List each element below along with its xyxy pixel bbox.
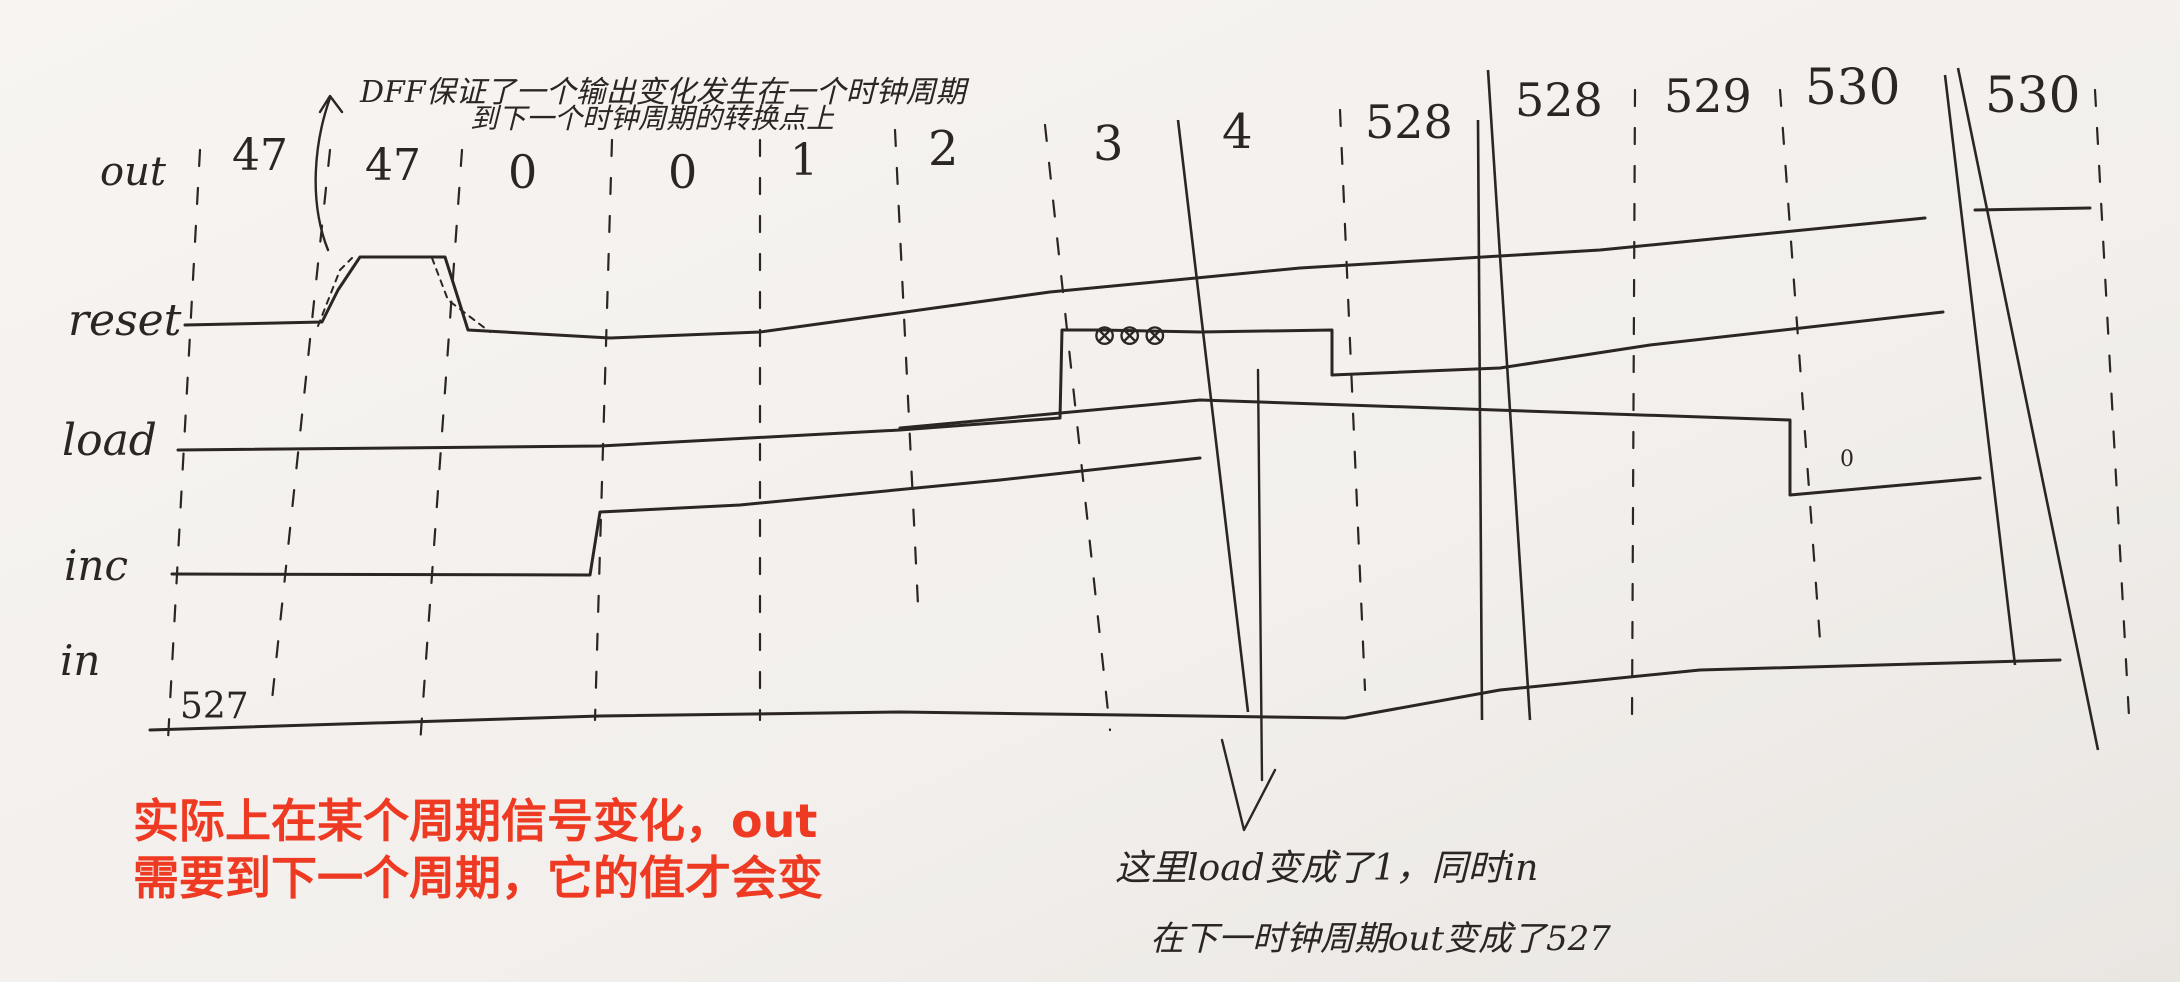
clock-solid-2 <box>1486 69 1532 721</box>
signal-label-inc: inc <box>64 541 128 590</box>
clock-edge-2 <box>270 148 332 702</box>
signal-labels: reset load inc in 527 <box>60 295 249 727</box>
reset-pulse-dashed <box>317 257 491 333</box>
clock-edge-6 <box>893 128 920 607</box>
out-value-12: 530 <box>1805 58 1900 116</box>
clock-edge-9 <box>1630 88 1637 722</box>
reset-waveform <box>183 216 1927 340</box>
load-waveform <box>176 310 1945 452</box>
clock-edge-11 <box>2093 88 2132 737</box>
clock-solid-1 <box>1176 119 1250 713</box>
out-value-6: 2 <box>928 121 959 177</box>
out-value-1: 47 <box>232 130 288 181</box>
signal-label-in: in <box>60 636 100 685</box>
out-value-10: 528 <box>1515 73 1603 127</box>
out-value-8: 4 <box>1222 104 1253 160</box>
load-lower-waveform <box>898 398 1982 497</box>
signal-label-reset: reset <box>68 295 182 346</box>
clock-solid-lines <box>1176 67 2100 751</box>
note-top-line1: DFF保证了一个输出变化发生在一个时钟周期 <box>359 75 970 110</box>
out-value-9: 528 <box>1365 95 1453 149</box>
inc-waveform <box>170 456 1202 577</box>
load-scribble: ⊗⊗⊗ <box>1092 318 1167 353</box>
bottom-note-arrow <box>1220 368 1277 832</box>
clock-edge-3 <box>418 148 464 747</box>
clock-solid-3 <box>1943 74 2017 666</box>
out-value-5: 1 <box>790 135 818 186</box>
out-value-11: 529 <box>1664 69 1752 123</box>
out-value-3: 0 <box>508 145 537 199</box>
in-waveform <box>148 658 2062 732</box>
clock-edge-7 <box>1043 123 1112 732</box>
clock-solid-4 <box>1956 67 2100 751</box>
note-top-line2: 到下一个时钟周期的转换点上 <box>470 102 835 135</box>
clock-edge-markers <box>166 88 2132 747</box>
clock-edge-10 <box>1778 88 1822 642</box>
signal-label-out: out <box>100 149 167 195</box>
note-bottom-line1: 这里load变成了1，同时in <box>1115 848 1538 889</box>
note-bottom-line2: 在下一时钟周期out变成了527 <box>1150 919 1611 959</box>
reset-waveform-tail <box>1973 206 2092 212</box>
caption-line-1: 实际上在某个周期信号变化，out <box>133 794 818 848</box>
out-value-4: 0 <box>668 145 697 199</box>
caption-line-2: 需要到下一个周期，它的值才会变 <box>133 851 823 905</box>
marker-zero: 0 <box>1840 447 1854 472</box>
top-note-arrow <box>314 94 344 252</box>
out-value-7: 3 <box>1093 116 1124 172</box>
in-value: 527 <box>180 686 249 727</box>
out-value-2: 47 <box>365 140 421 191</box>
clock-solid-5 <box>1476 119 1484 721</box>
signal-label-load: load <box>62 415 157 466</box>
out-row: out 47 47 0 0 1 2 3 4 528 528 529 530 53… <box>100 58 2080 199</box>
out-value-13: 530 <box>1985 66 2080 124</box>
